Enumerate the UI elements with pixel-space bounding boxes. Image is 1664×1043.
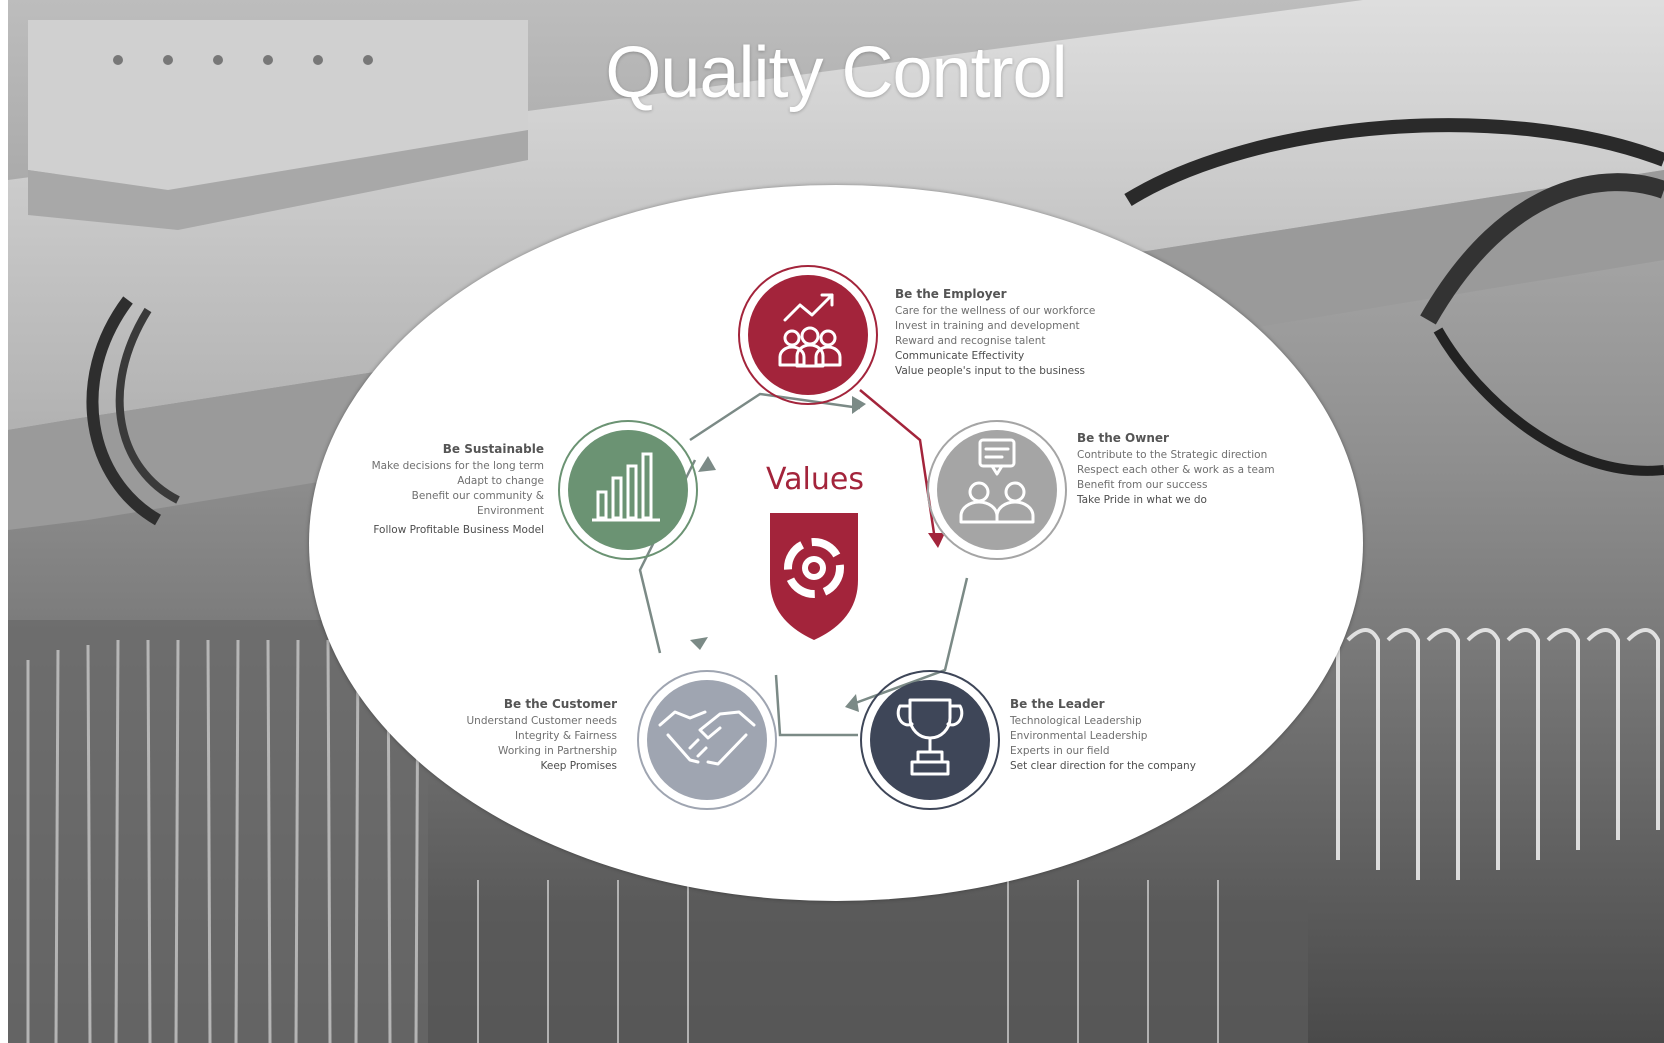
leader-line: Technological Leadership — [1010, 715, 1142, 727]
connector-leader-customer — [774, 674, 858, 737]
sustainable-heading: Be Sustainable — [442, 442, 544, 456]
growth-team-icon — [778, 293, 842, 368]
company-shield-logo — [770, 513, 858, 640]
arrowhead-to-sustainable — [698, 456, 716, 472]
node-leader — [860, 670, 1000, 810]
customer-heading: Be the Customer — [503, 697, 617, 711]
node-customer — [637, 670, 777, 810]
owner-text: Be the Owner Contribute to the Strategic… — [1077, 429, 1275, 508]
connector-owner-leader — [849, 577, 969, 707]
employer-line: Reward and recognise talent — [895, 335, 1046, 347]
owner-line: Respect each other & work as a team — [1077, 464, 1275, 476]
leader-line: Experts in our field — [1010, 745, 1110, 757]
customer-text: Be the Customer Understand Customer need… — [420, 695, 617, 774]
owner-line: Take Pride in what we do — [1077, 494, 1207, 506]
customer-line: Keep Promises — [540, 760, 618, 772]
leader-line: Set clear direction for the company — [1010, 760, 1196, 772]
employer-line: Communicate Effectivity — [895, 350, 1025, 362]
customer-line: Integrity & Fairness — [514, 730, 617, 742]
discussion-icon — [959, 438, 1035, 524]
bar-chart-icon — [592, 452, 660, 522]
arrowhead-to-leader — [845, 694, 859, 712]
leader-text: Be the Leader Technological Leadership E… — [1010, 695, 1196, 774]
customer-line: Understand Customer needs — [466, 715, 617, 727]
arrowhead-to-owner — [928, 533, 945, 548]
owner-line: Benefit from our success — [1077, 479, 1208, 491]
leader-line: Environmental Leadership — [1010, 730, 1148, 742]
connector-sustainable-employer — [689, 392, 861, 442]
page-title: Quality Control — [605, 33, 1067, 113]
employer-heading: Be the Employer — [895, 287, 1007, 301]
arrowhead-to-employer — [852, 396, 866, 414]
employer-line: Invest in training and development — [895, 320, 1080, 332]
sustainable-line: Benefit our community & — [411, 490, 544, 502]
sustainable-line: Follow Profitable Business Model — [373, 524, 544, 536]
employer-line: Care for the wellness of our workforce — [895, 305, 1096, 317]
arrowhead-to-customer — [690, 637, 708, 650]
node-sustainable — [558, 420, 698, 560]
node-employer — [738, 265, 878, 405]
sustainable-line: Adapt to change — [457, 475, 544, 487]
owner-heading: Be the Owner — [1077, 431, 1169, 445]
handshake-icon — [658, 710, 756, 766]
values-center-label: Values — [765, 462, 864, 497]
owner-line: Contribute to the Strategic direction — [1077, 449, 1268, 461]
sustainable-text: Be Sustainable Make decisions for the lo… — [330, 440, 544, 538]
sustainable-line: Environment — [476, 505, 544, 517]
trophy-icon — [896, 698, 964, 776]
employer-line: Value people's input to the business — [895, 365, 1086, 377]
leader-heading: Be the Leader — [1010, 697, 1105, 711]
employer-text: Be the Employer Care for the wellness of… — [895, 285, 1095, 379]
customer-line: Working in Partnership — [498, 745, 617, 757]
sustainable-line: Make decisions for the long term — [371, 460, 544, 472]
node-owner — [927, 420, 1067, 560]
